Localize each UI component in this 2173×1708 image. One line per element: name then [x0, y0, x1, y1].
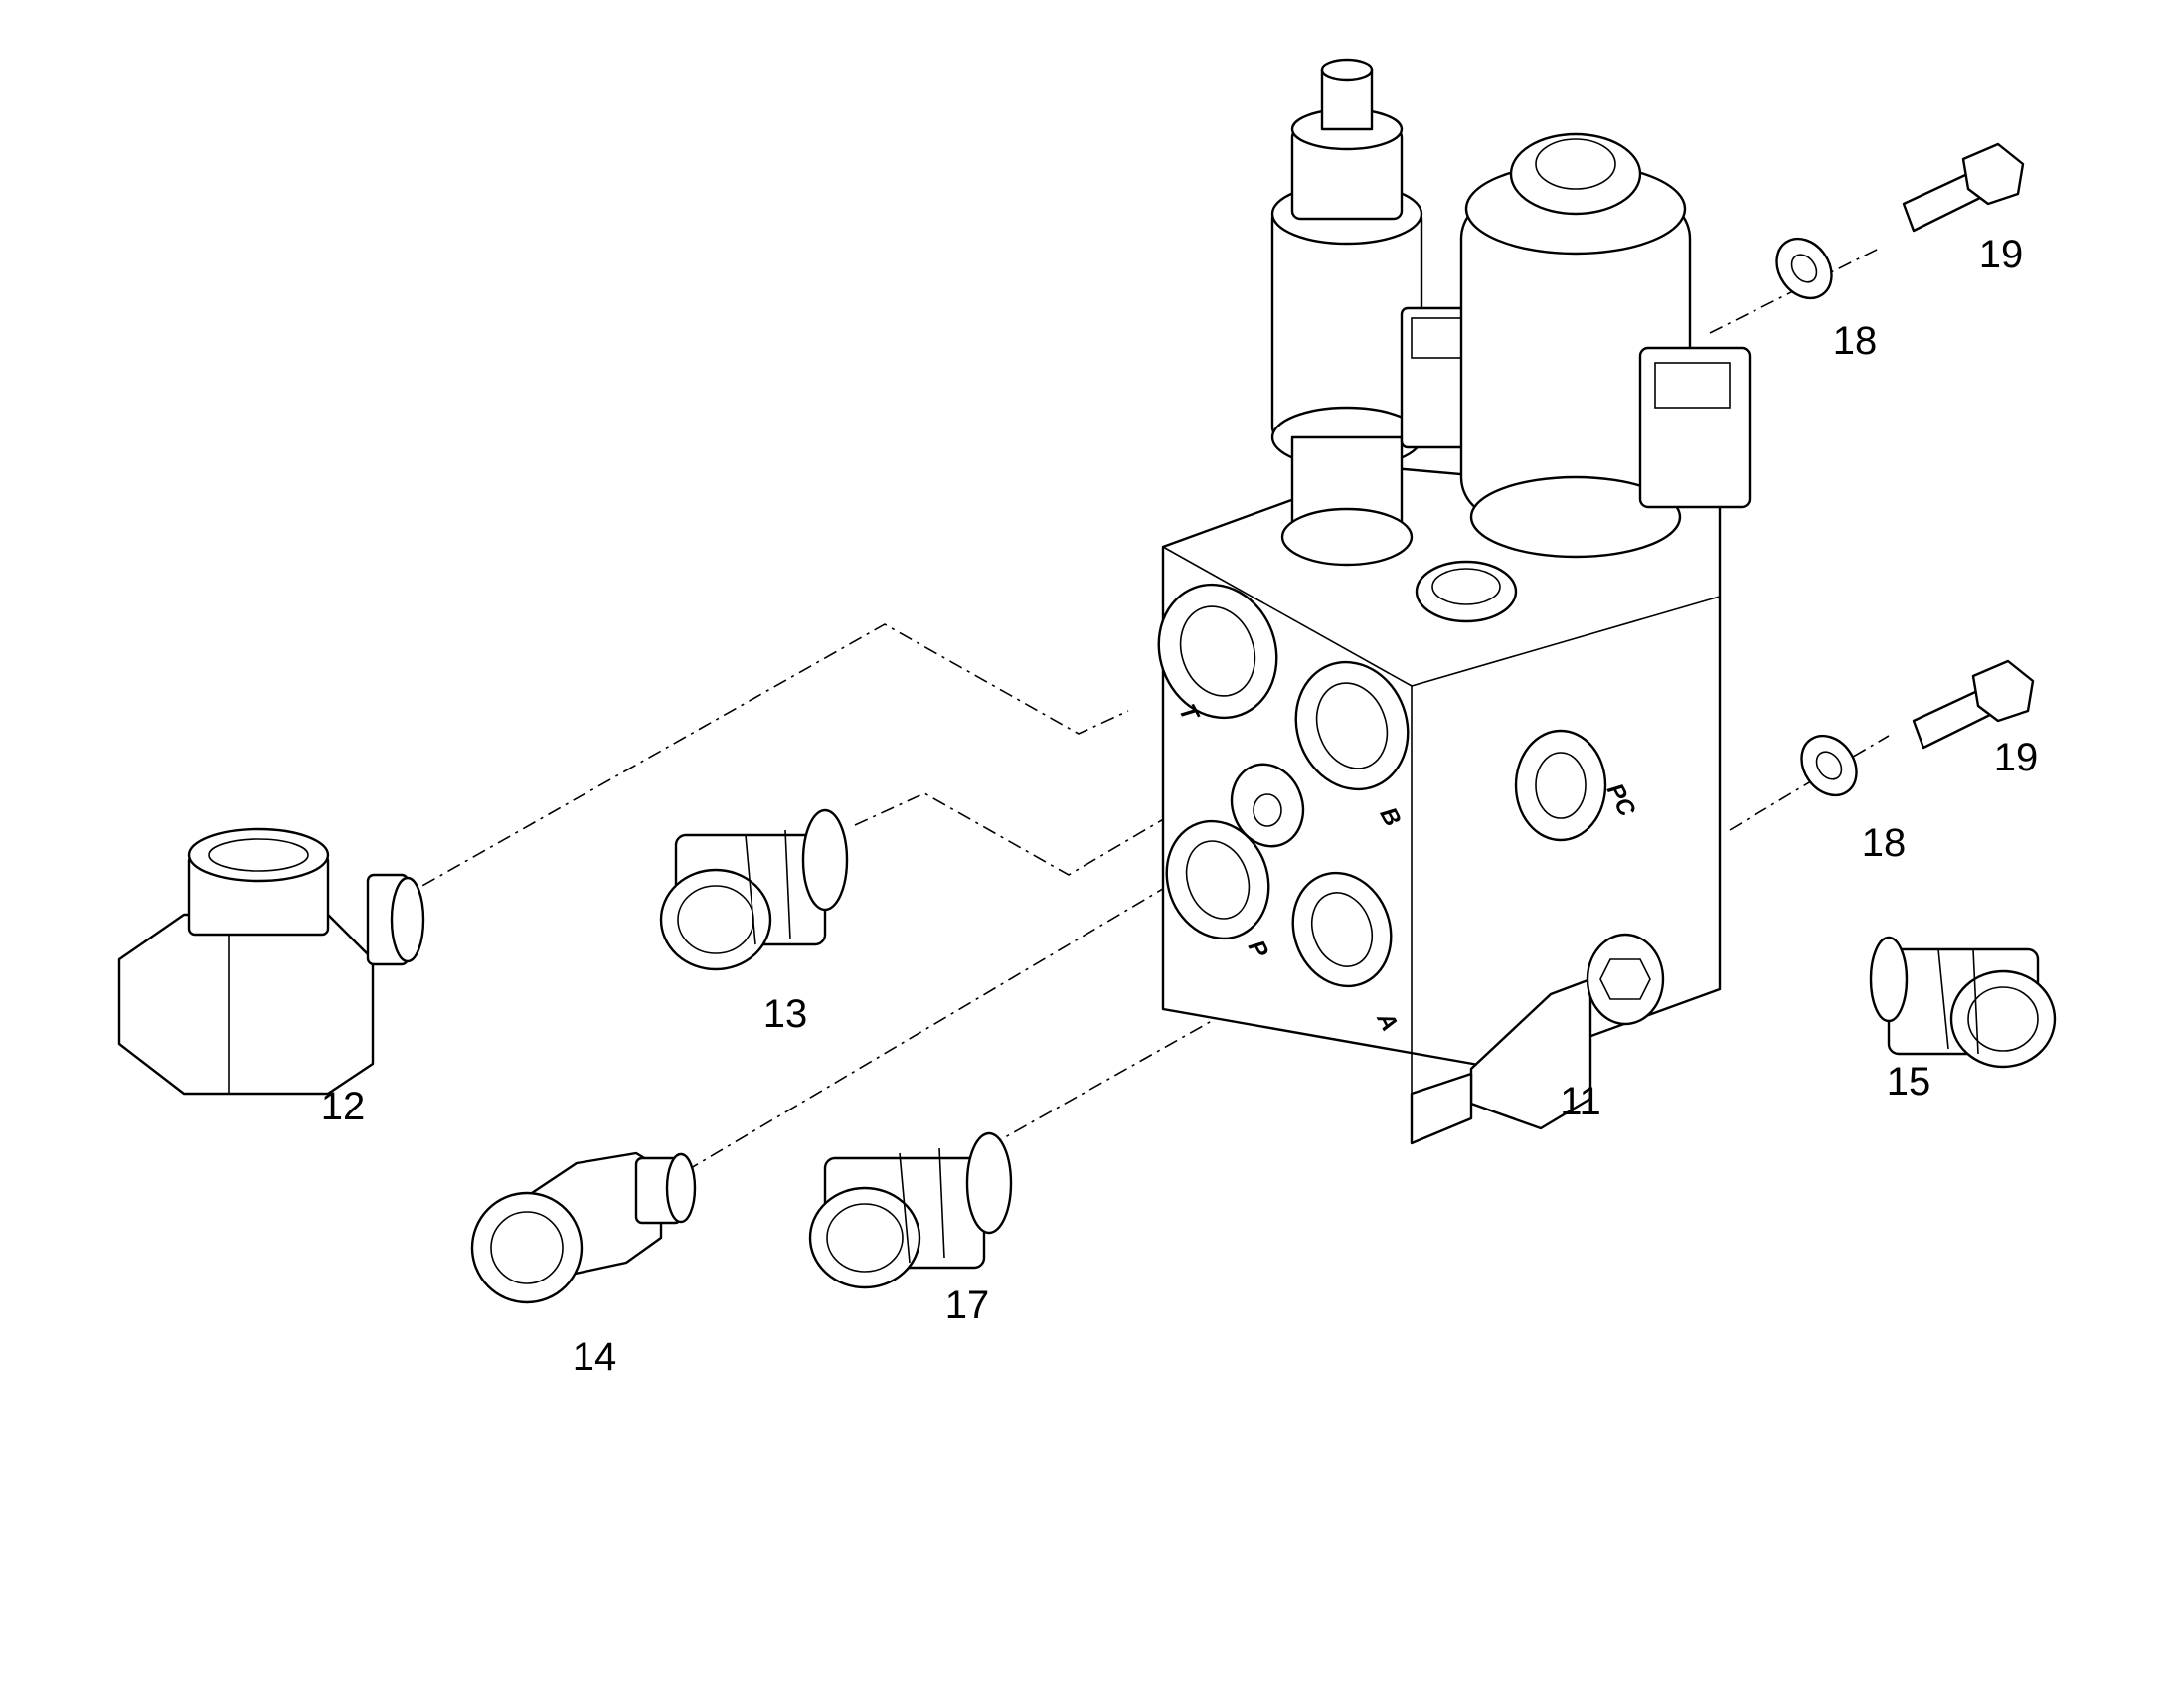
- callout-18-lower: 18: [1861, 821, 1907, 865]
- reducer-fitting-14: [470, 1151, 697, 1304]
- callout-11: 11: [1560, 1080, 1601, 1123]
- callout-17: 17: [944, 1283, 990, 1327]
- callout-19-upper: 19: [1978, 233, 2024, 276]
- callout-15: 15: [1886, 1060, 1931, 1104]
- washer-18-upper: [1775, 237, 1833, 300]
- callout-13: 13: [762, 992, 808, 1036]
- straight-fitting-13: [659, 808, 849, 971]
- callout-19-lower: 19: [1993, 736, 2039, 779]
- straight-fitting-15: [1869, 936, 2057, 1069]
- valve-block-11: [1157, 58, 1752, 1145]
- straight-fitting-17: [808, 1131, 1013, 1289]
- washer-18-lower: [1800, 734, 1858, 797]
- tee-fitting-12: [117, 827, 425, 1096]
- bolt-19-lower: [1912, 659, 2035, 750]
- callout-14: 14: [572, 1335, 617, 1379]
- bolt-19-upper: [1902, 142, 2025, 233]
- callout-18-upper: 18: [1832, 319, 1878, 363]
- callout-12: 12: [320, 1085, 366, 1128]
